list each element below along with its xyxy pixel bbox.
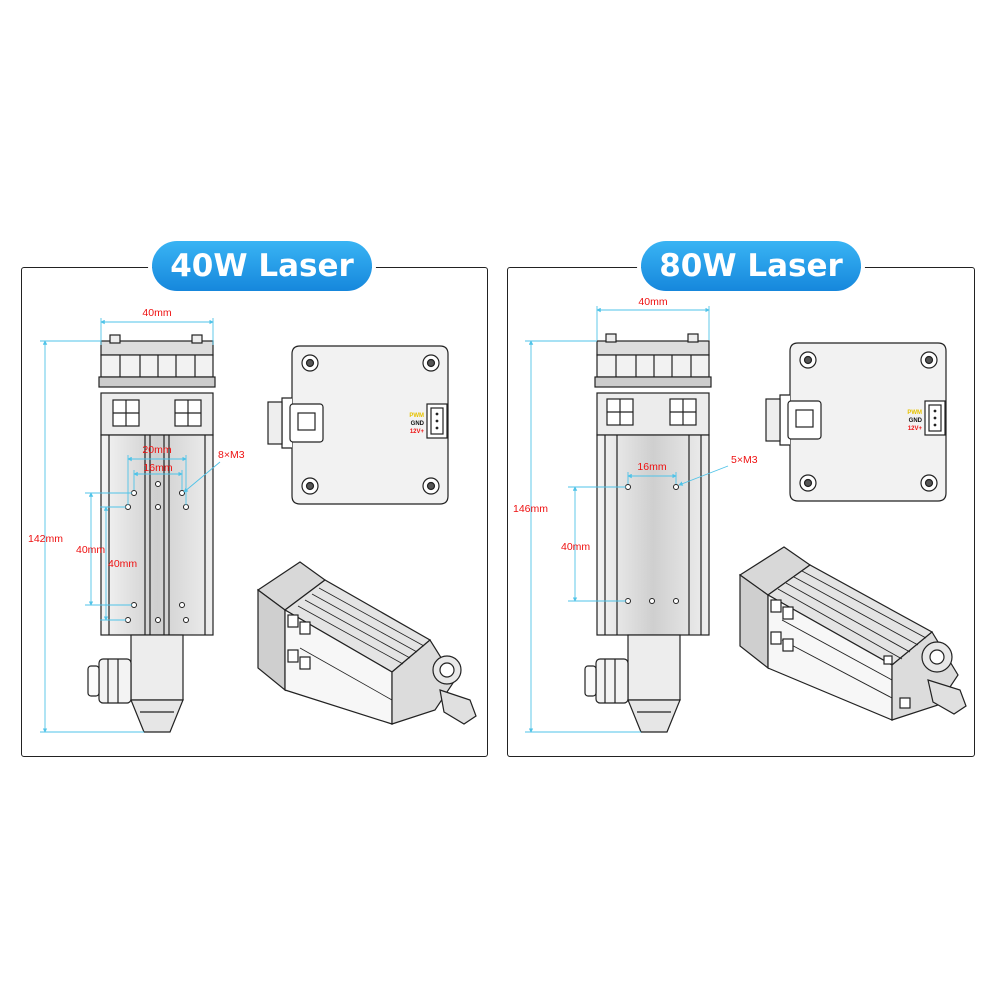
laser40-dimensions [40, 318, 221, 733]
laser80-pin-pwm: PWM [907, 410, 922, 416]
laser80-width-label: 40mm [638, 296, 667, 308]
laser80-connector-pins: PWM GND 12V+ [907, 410, 922, 432]
laser40-isometric-view [256, 561, 477, 725]
laser80-dimension-labels: 40mm 146mm 16mm 5×M3 40mm [513, 296, 758, 553]
laser40-dimension-labels: 40mm 142mm 20mm 16mm 8×M3 40mm 40mm [28, 307, 245, 570]
laser40-pin-pwm: PWM [409, 413, 424, 419]
laser40-pin-12v: 12V+ [410, 429, 425, 435]
laser40-pin-gnd: GND [411, 421, 425, 427]
laser40-spacing-outer-label: 20mm [142, 444, 171, 456]
laser80-pin-gnd: GND [909, 418, 923, 424]
laser80-back-view [765, 342, 947, 502]
laser40-width-label: 40mm [142, 307, 171, 319]
laser40-back-view [267, 345, 449, 505]
title-80w-laser: 80W Laser [641, 241, 861, 291]
laser80-spacing-label: 16mm [637, 461, 666, 473]
laser80-height-label: 146mm [513, 503, 548, 515]
laser40-vertical-inner-label: 40mm [108, 558, 137, 570]
laser40-vertical-outer-label: 40mm [76, 544, 105, 556]
laser80-pin-12v: 12V+ [908, 426, 923, 432]
laser40-front-view [87, 334, 216, 733]
laser40-connector-pins: PWM GND 12V+ [409, 413, 424, 435]
laser40-hole-spec-label: 8×M3 [218, 449, 245, 461]
laser80-isometric-view [738, 546, 967, 721]
laser80-front-view [584, 333, 712, 733]
laser80-dimensions [525, 306, 729, 733]
title-40w-laser: 40W Laser [152, 241, 372, 291]
laser40-height-label: 142mm [28, 533, 63, 545]
laser40-spacing-inner-label: 16mm [143, 462, 172, 474]
laser80-hole-spec-label: 5×M3 [731, 454, 758, 466]
laser80-vertical-label: 40mm [561, 541, 590, 553]
